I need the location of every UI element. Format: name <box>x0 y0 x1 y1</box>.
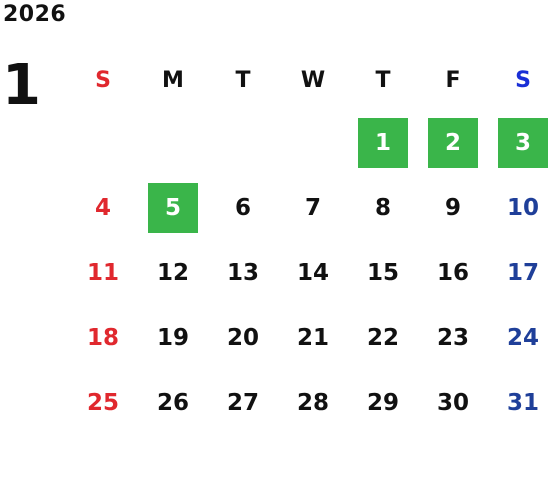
empty-day-cell <box>278 110 348 175</box>
day-cell: 16 <box>418 240 488 305</box>
day-cell: 25 <box>68 370 138 435</box>
day-number: 24 <box>506 324 539 351</box>
day-cell: 10 <box>488 175 548 240</box>
holiday-day-cell: 1 <box>348 110 418 175</box>
day-number: 19 <box>156 324 189 351</box>
day-number: 20 <box>226 324 259 351</box>
day-cell: 26 <box>138 370 208 435</box>
weekday-header: T <box>375 67 391 93</box>
day-number: 27 <box>226 389 259 416</box>
day-number: 16 <box>436 259 469 286</box>
day-cell: 31 <box>488 370 548 435</box>
day-cell: 13 <box>208 240 278 305</box>
day-cell: 20 <box>208 305 278 370</box>
day-cell: 17 <box>488 240 548 305</box>
holiday-day-cell: 5 <box>138 175 208 240</box>
weekday-header: T <box>235 67 251 93</box>
weekday-header: S <box>95 67 111 93</box>
weekday-header: M <box>162 67 184 93</box>
year-label: 2026 <box>3 2 67 27</box>
day-number: 13 <box>226 259 259 286</box>
day-number: 21 <box>296 324 329 351</box>
weekday-header: S <box>515 67 531 93</box>
day-cell: 21 <box>278 305 348 370</box>
day-cell: 29 <box>348 370 418 435</box>
day-number: 11 <box>86 259 119 286</box>
day-cell: 9 <box>418 175 488 240</box>
day-cell: 14 <box>278 240 348 305</box>
day-cell: 12 <box>138 240 208 305</box>
day-number: 2 <box>428 117 478 168</box>
weekday-header: W <box>300 67 326 93</box>
day-cell: 8 <box>348 175 418 240</box>
day-number: 10 <box>506 194 539 221</box>
day-cell: 27 <box>208 370 278 435</box>
day-cell: 30 <box>418 370 488 435</box>
day-number: 18 <box>86 324 119 351</box>
day-number: 30 <box>436 389 469 416</box>
day-cell: 11 <box>68 240 138 305</box>
day-number: 28 <box>296 389 329 416</box>
day-cell: 15 <box>348 240 418 305</box>
day-number: 12 <box>156 259 189 286</box>
day-cell: 7 <box>278 175 348 240</box>
day-cell: 23 <box>418 305 488 370</box>
empty-day-cell <box>208 110 278 175</box>
day-number: 25 <box>86 389 119 416</box>
day-number: 17 <box>506 259 539 286</box>
day-number: 7 <box>304 194 321 221</box>
day-number: 14 <box>296 259 329 286</box>
day-cell: 28 <box>278 370 348 435</box>
day-number: 1 <box>358 117 408 168</box>
day-cell: 22 <box>348 305 418 370</box>
empty-day-cell <box>68 110 138 175</box>
day-number: 8 <box>374 194 391 221</box>
day-number: 29 <box>366 389 399 416</box>
day-cell: 19 <box>138 305 208 370</box>
day-number: 15 <box>366 259 399 286</box>
day-number: 6 <box>234 194 251 221</box>
day-number: 9 <box>444 194 461 221</box>
day-number: 31 <box>506 389 539 416</box>
day-cell: 18 <box>68 305 138 370</box>
day-cell: 24 <box>488 305 548 370</box>
holiday-day-cell: 2 <box>418 110 488 175</box>
empty-day-cell <box>138 110 208 175</box>
weekday-header: F <box>445 67 461 93</box>
day-number: 26 <box>156 389 189 416</box>
day-number: 22 <box>366 324 399 351</box>
day-number: 3 <box>498 117 548 168</box>
day-cell: 6 <box>208 175 278 240</box>
day-cell: 4 <box>68 175 138 240</box>
day-number: 5 <box>148 182 198 233</box>
day-number: 23 <box>436 324 469 351</box>
month-number: 1 <box>2 53 41 118</box>
holiday-day-cell: 3 <box>488 110 548 175</box>
day-number: 4 <box>94 194 111 221</box>
